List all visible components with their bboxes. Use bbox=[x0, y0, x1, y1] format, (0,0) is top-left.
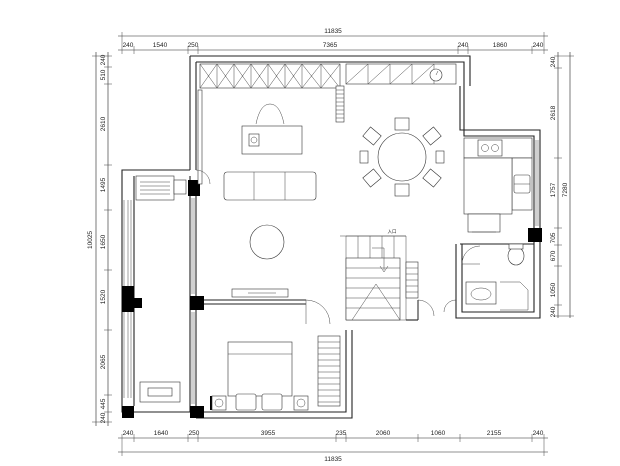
dim-top-seg: 240 bbox=[123, 42, 134, 49]
nightstand bbox=[293, 395, 309, 411]
dim-bottom-seg: 3955 bbox=[261, 430, 276, 437]
bottom-dimension-group: 240 1640 250 3955 235 2060 1060 2155 240… bbox=[118, 430, 548, 463]
dim-left-seg: 510 bbox=[100, 69, 107, 80]
dim-left-seg: 240 bbox=[100, 54, 107, 65]
tv-console bbox=[231, 288, 289, 298]
dining-chair bbox=[362, 126, 382, 146]
kitchen bbox=[463, 137, 533, 233]
washbasin-icon bbox=[465, 281, 497, 305]
bathroom bbox=[461, 243, 529, 311]
door-swing bbox=[417, 299, 435, 317]
dining-chair bbox=[422, 126, 442, 146]
dim-right-seg: 2618 bbox=[550, 105, 557, 120]
dim-left-seg: 2610 bbox=[100, 116, 107, 131]
entry-mark-label: 入口 bbox=[388, 229, 397, 235]
column bbox=[190, 296, 204, 310]
dim-right-seg: 670 bbox=[550, 250, 557, 261]
staircase: 入口 bbox=[345, 229, 419, 321]
door-swing bbox=[305, 299, 331, 325]
dim-top-seg: 7365 bbox=[323, 42, 338, 49]
column bbox=[122, 286, 134, 312]
dining-chair bbox=[362, 168, 382, 188]
dim-bottom-seg: 2060 bbox=[376, 430, 391, 437]
island-desk bbox=[241, 103, 303, 155]
dim-left-seg: 1495 bbox=[100, 177, 107, 192]
dim-bottom-seg: 240 bbox=[533, 430, 544, 437]
dining-chair bbox=[435, 150, 445, 164]
dim-right-total: 7280 bbox=[562, 182, 569, 197]
dining-chair bbox=[394, 183, 410, 197]
top-dimension-group: 11835 240 1540 250 7365 240 1860 240 bbox=[118, 28, 548, 54]
windows bbox=[123, 140, 539, 404]
column bbox=[122, 406, 134, 418]
stool bbox=[248, 133, 260, 147]
dim-bottom-seg: 1640 bbox=[154, 430, 169, 437]
sofa bbox=[223, 171, 317, 201]
dim-top-seg: 1860 bbox=[493, 42, 508, 49]
dim-bottom-seg: 240 bbox=[123, 430, 134, 437]
left-dimension-group: 10025 240 510 2610 1495 1650 1520 2065 4… bbox=[87, 52, 112, 426]
dim-left-seg: 445 bbox=[100, 398, 107, 409]
dim-left-seg: 2065 bbox=[100, 354, 107, 369]
dim-top-seg: 240 bbox=[458, 42, 469, 49]
dim-top-seg: 240 bbox=[533, 42, 544, 49]
dining-chair bbox=[359, 150, 369, 164]
column bbox=[188, 180, 200, 196]
dim-top-total: 11835 bbox=[324, 28, 342, 35]
dim-right-seg: 240 bbox=[550, 306, 557, 317]
toilet-icon bbox=[507, 246, 525, 266]
wall-cabinets bbox=[197, 63, 457, 185]
dim-bottom-seg: 1060 bbox=[431, 430, 446, 437]
wardrobe bbox=[317, 335, 341, 407]
dim-right-seg: 705 bbox=[550, 232, 557, 243]
column bbox=[190, 406, 204, 418]
dim-left-seg: 1650 bbox=[100, 234, 107, 249]
pillow bbox=[261, 393, 283, 411]
dim-bottom-seg: 235 bbox=[336, 430, 347, 437]
dining-chair bbox=[394, 117, 410, 131]
dim-right-seg: 1757 bbox=[550, 182, 557, 197]
dim-top-seg: 250 bbox=[188, 42, 199, 49]
dim-right-seg: 240 bbox=[550, 56, 557, 67]
dim-right-seg: 1050 bbox=[550, 282, 557, 297]
structural-columns bbox=[122, 180, 542, 418]
column bbox=[528, 228, 542, 242]
nightstand bbox=[211, 395, 227, 411]
dim-left-seg: 1520 bbox=[100, 289, 107, 304]
dining-table bbox=[359, 117, 445, 197]
dim-bottom-seg: 250 bbox=[189, 430, 200, 437]
dining-chair bbox=[422, 168, 442, 188]
coffee-table bbox=[249, 224, 285, 260]
dim-left-seg: 240 bbox=[100, 412, 107, 423]
door-swing bbox=[195, 169, 211, 185]
washing-machine bbox=[139, 381, 181, 403]
dim-bottom-total: 11835 bbox=[324, 456, 342, 463]
balcony-cabinet bbox=[135, 175, 187, 201]
doors bbox=[195, 169, 457, 325]
column bbox=[134, 298, 142, 308]
bed bbox=[211, 341, 309, 411]
pillow bbox=[235, 393, 257, 411]
dim-bottom-seg: 2155 bbox=[487, 430, 502, 437]
dim-top-seg: 1540 bbox=[153, 42, 168, 49]
door-swing bbox=[443, 299, 457, 313]
stove-icon bbox=[477, 139, 503, 157]
right-dimension-group: 240 2618 1757 705 670 1050 240 7280 bbox=[550, 52, 574, 318]
dim-left-total: 10025 bbox=[87, 231, 94, 249]
